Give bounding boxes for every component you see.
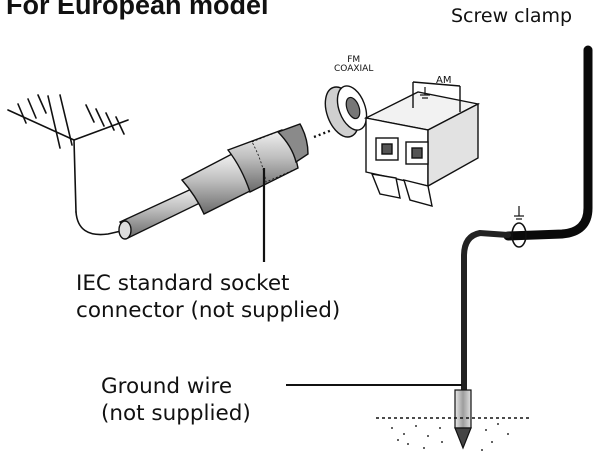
antenna-icon [7,94,131,236]
ground-label-line2: (not supplied) [101,400,251,426]
fm-coaxial-label: FM COAXIAL [334,55,374,75]
screw-clamp-wire [503,45,593,241]
diagram-title: For European model [6,0,269,20]
fm-coaxial-socket [324,85,368,138]
iec-connector-label: IEC standard socket connector (not suppl… [76,271,340,325]
am-label: AM [436,75,452,86]
iec-label-line2: connector (not supplied) [76,297,341,323]
ground-label-line1: Ground wire [101,374,233,399]
ground-wire [461,229,511,411]
am-terminal-block [363,81,481,207]
clamp-ring [511,206,527,248]
fm-label-line1: FM [347,55,361,65]
ground-surface [376,417,530,451]
ground-wire-label: Ground wire (not supplied) [101,374,251,428]
screw-clamp-label: Screw clamp [451,5,573,27]
iec-label-line1: IEC standard socket [76,271,290,296]
iec-plug-connector [118,123,333,240]
ground-symbol-icon [420,87,430,99]
fm-label-line2: COAXIAL [334,64,374,75]
ground-rod [454,389,472,450]
